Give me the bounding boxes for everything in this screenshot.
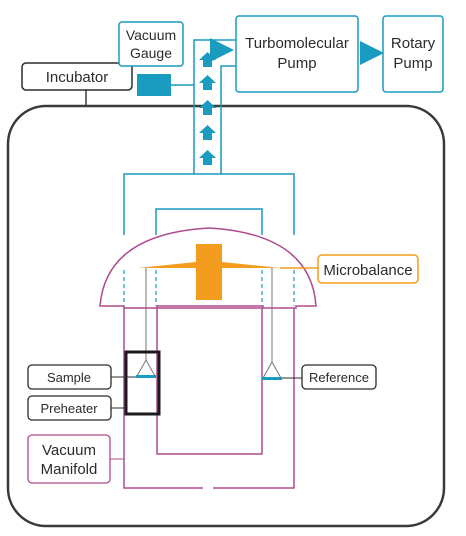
preheater-label: Preheater <box>40 401 98 416</box>
turbo-pump-label-line2: Pump <box>277 55 316 72</box>
microbalance-label-box <box>317 254 419 284</box>
manifold-outer-right <box>213 308 295 489</box>
inner-housing <box>155 208 263 235</box>
reference-pan <box>262 360 282 379</box>
microbalance-beam <box>138 244 280 268</box>
vacuum-manifold-label-line1: Vacuum <box>42 442 96 459</box>
flow-arrow-up-icon <box>199 125 216 140</box>
reference-label: Reference <box>309 370 369 385</box>
vacuum-gauge-label-line2: Gauge <box>130 45 172 61</box>
microbalance-dome <box>99 227 317 309</box>
rotary-pump-label-line2: Pump <box>393 55 432 72</box>
sample-pan <box>136 358 156 377</box>
incubator-label-box <box>21 62 133 91</box>
flow-arrow-up-icon <box>199 52 216 67</box>
manifold-inner <box>156 307 263 455</box>
vacuum-gauge-sensor <box>137 74 171 96</box>
vacuum-gauge-label-line1: Vacuum <box>126 27 176 43</box>
microbalance-label: Microbalance <box>323 262 412 279</box>
flow-arrow-up-icon <box>199 75 216 90</box>
incubator-enclosure <box>6 104 446 528</box>
reference-material <box>262 377 282 380</box>
sample-material <box>136 375 156 378</box>
vacuum-pipe-right-wall <box>220 65 236 174</box>
flow-arrow-up-icon <box>199 150 216 165</box>
rotary-pump-box <box>382 15 444 93</box>
incubator-label: Incubator <box>46 69 109 86</box>
preheater-box <box>124 350 161 416</box>
dome-dashed-guides <box>123 270 295 306</box>
sample-label: Sample <box>47 370 91 385</box>
vacuum-manifold-label-line2: Manifold <box>41 461 98 478</box>
flow-arrows <box>199 52 216 165</box>
turbomolecular-pump-box <box>235 15 359 93</box>
rotary-pump-label-line1: Rotary <box>391 35 436 52</box>
reference-label-box <box>301 364 377 390</box>
microbalance-stem <box>196 266 222 300</box>
vacuum-gauge-label-box <box>118 21 184 67</box>
turbo-pump-label-line1: Turbomolecular <box>245 35 349 52</box>
manifold-outer-left <box>123 308 203 489</box>
outer-housing <box>123 173 295 235</box>
flow-arrow-up-icon <box>199 100 216 115</box>
